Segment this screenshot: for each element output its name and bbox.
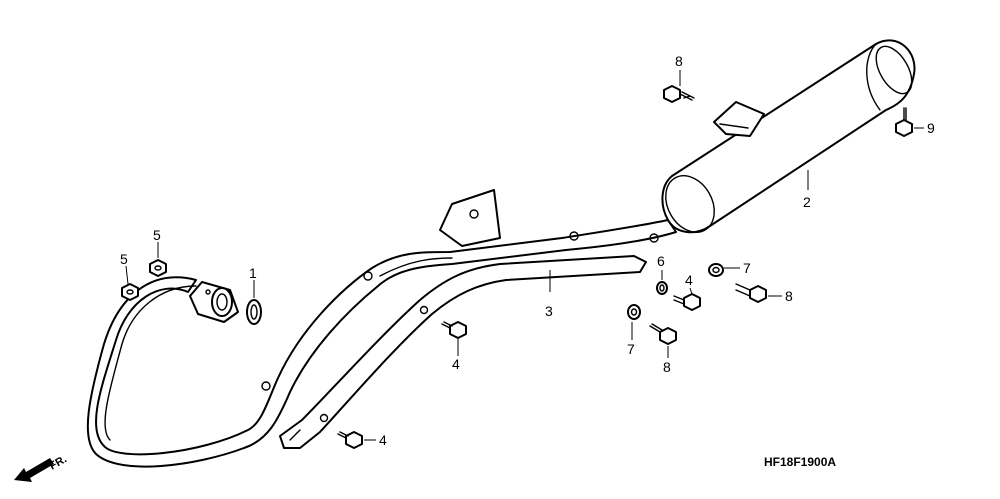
callout-3: 3 (545, 303, 553, 319)
flange-nut-upper (149, 259, 167, 277)
bolt-8-right (735, 283, 767, 303)
bolt-8-lower (649, 323, 677, 345)
direction-label: FR. (48, 453, 69, 472)
callout-8-right: 8 (785, 288, 793, 304)
bolt-8-upper (663, 85, 695, 103)
muffler (661, 39, 916, 234)
washer-6 (656, 281, 668, 295)
washer-7-upper (708, 263, 724, 277)
exhaust-pipe (86, 189, 677, 468)
front-direction-arrow-icon: FR. (14, 453, 69, 482)
bolt-4-bottom (337, 431, 363, 449)
callout-8-lower: 8 (663, 359, 671, 375)
mount-hole (363, 271, 373, 281)
callout-6: 6 (657, 253, 665, 269)
callout-2: 2 (803, 194, 811, 210)
bolt-4-right (673, 293, 701, 311)
callout-7-upper: 7 (743, 260, 751, 276)
bolt-9 (895, 107, 913, 137)
mount-hole (261, 381, 271, 391)
callout-9: 9 (927, 120, 935, 136)
callout-7-lower: 7 (627, 341, 635, 357)
callout-4-bottom: 4 (379, 432, 387, 448)
callout-5-lower: 5 (120, 251, 128, 267)
mount-hole (569, 231, 579, 241)
pipe-protector (279, 255, 647, 449)
leader-lines (125, 70, 924, 441)
flange-nut-lower (121, 283, 139, 301)
callout-5-upper: 5 (153, 227, 161, 243)
washer-7-lower (627, 304, 641, 320)
diagram-code: HF18F1900A (764, 455, 836, 469)
callout-1: 1 (249, 265, 257, 281)
gasket (246, 299, 262, 325)
mount-hole (649, 233, 659, 243)
pipe-flange (189, 281, 239, 323)
callout-8-upper: 8 (675, 53, 683, 69)
bolt-4-middle (441, 321, 467, 339)
callout-4-middle: 4 (452, 356, 460, 372)
callout-4-right: 4 (685, 272, 693, 288)
